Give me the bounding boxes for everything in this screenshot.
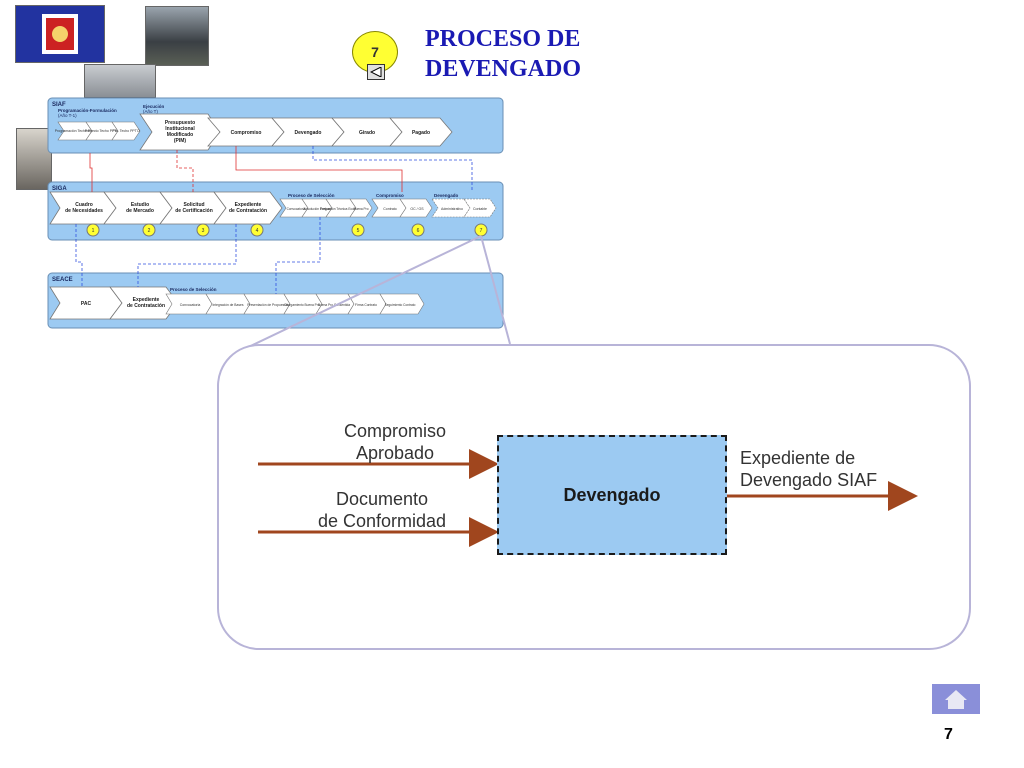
sheep-photo: [16, 128, 52, 190]
siaf-small-step-2: Proyecto Techo PPTO: [85, 129, 120, 133]
output-label-line1: Expediente de: [740, 448, 856, 468]
siga-sel-arrow: [349, 198, 373, 218]
siga-dev-step-1: Administrativo: [441, 207, 463, 211]
siga-comp-step-2: OC / OS: [410, 207, 424, 211]
page-number: 7: [944, 726, 953, 743]
home-button[interactable]: [932, 684, 980, 714]
input-label-documento-line2: de Conformidad: [317, 511, 447, 531]
input-label-documento-line1: Documento: [335, 489, 429, 509]
back-button[interactable]: [367, 64, 385, 80]
siaf-step-girado: Girado: [359, 130, 375, 136]
seace-sel-step-2: Integración de Bases: [213, 303, 244, 307]
siaf-group2-sub: (Año T): [143, 109, 158, 114]
siga-sel-step-3: Evaluación Técnica Económica: [320, 207, 364, 211]
siga-marker-5: 5: [351, 223, 365, 237]
title-line-2: DEVENGADO: [425, 56, 582, 82]
siaf-step-arrow: [389, 117, 453, 147]
siga-marker-4: 4: [250, 223, 264, 237]
svg-text:3: 3: [202, 228, 205, 234]
siga-group-compromiso: Compromiso: [376, 193, 404, 198]
zoom-line-left: [237, 235, 482, 353]
siga-marker-3: 3: [196, 223, 210, 237]
seace-label: SEACE: [52, 277, 73, 283]
connector-compromiso-siga: [235, 146, 403, 192]
input-label-compromiso: Compromiso Aprobado: [320, 420, 470, 464]
input-label-compromiso-line2: Aprobado: [355, 443, 435, 463]
title-line-1: PROCESO DE: [425, 26, 581, 52]
siaf-small-step-1: Programación Techo PPTO: [55, 129, 98, 133]
siga-marker-2: 2: [142, 223, 156, 237]
connector-pim-solicitud: [176, 150, 194, 192]
siga-group-devengado: Devengado: [434, 193, 459, 198]
seace-sel-step-7: Seguimiento Contrato: [385, 303, 416, 307]
siaf-step-devengado: Devengado: [295, 130, 322, 136]
siaf-step-pagado: Pagado: [412, 130, 430, 136]
svg-text:4: 4: [256, 228, 259, 234]
seace-sel-step-1: Convocatoria: [180, 303, 201, 307]
connector-siaf-siga: [89, 153, 93, 192]
siaf-group2-label: Ejecución: [143, 104, 165, 109]
seace-sel-step-3: Presentación de Propuestas: [247, 303, 289, 307]
connector-devengado-siga: [312, 146, 473, 192]
svg-text:5: 5: [357, 228, 360, 234]
seace-sel-step-5: Buena Pro Consentida: [318, 303, 350, 307]
siaf-small-arrow: [111, 121, 141, 141]
siga-step-arrow: [213, 191, 283, 225]
peru-seal-icon: [15, 5, 105, 63]
siaf-group1-sub: (Año T-1): [58, 113, 77, 118]
connector-siga-seace-exp: [137, 224, 237, 287]
siga-sel-step-4: Buena Pro: [353, 207, 368, 211]
siaf-small-step-3: Pro. Techo PPTO: [112, 129, 139, 133]
siga-dev-arrow: [463, 198, 497, 218]
output-label-line2: Devengado SIAF: [740, 470, 878, 490]
seace-sel-step-6: Firma Contrato: [355, 303, 377, 307]
svg-text:2: 2: [148, 228, 151, 234]
zoom-line-right: [480, 235, 511, 345]
home-icon: [945, 690, 967, 709]
output-label-expediente: Expediente de Devengado SIAF: [740, 447, 877, 491]
siga-comp-step-1: Contrato: [383, 207, 396, 211]
connector-siga-seace-sel: [275, 217, 321, 294]
landscape-photo: [145, 6, 209, 66]
seace-group-seleccion: Proceso de Selección: [170, 287, 217, 292]
siaf-group1-label: Programación-Formulación: [58, 108, 117, 113]
siaf-label: SIAF: [52, 102, 66, 108]
input-label-documento: Documento de Conformidad: [300, 488, 464, 532]
siga-marker-6: 6: [411, 223, 425, 237]
siga-sel-step-1: Convocatoria: [287, 207, 306, 211]
siga-label: SIGA: [52, 186, 67, 192]
input-label-compromiso-line1: Compromiso: [343, 421, 447, 441]
siaf-step-compromiso: Compromiso: [231, 130, 262, 136]
svg-text:6: 6: [417, 228, 420, 234]
seace-step-arrow: [109, 286, 179, 320]
svg-text:1: 1: [92, 228, 95, 234]
connector-siga-seace-pac: [75, 224, 83, 287]
siga-marker-1: 1: [86, 223, 100, 237]
seace-step-pac: PAC: [81, 301, 92, 307]
page-title: PROCESO DE DEVENGADO: [425, 24, 581, 84]
back-arrow-icon: [370, 67, 382, 77]
siaf-step-arrow: [139, 113, 221, 151]
siga-group-seleccion: Proceso de Selección: [288, 193, 335, 198]
devengado-process-box: Devengado: [497, 435, 727, 555]
seace-sel-step-4: Otorgamiento Buena Pro: [284, 303, 319, 307]
siga-comp-arrow: [399, 198, 433, 218]
siga-sel-step-2: Absolución Preguntas: [303, 207, 334, 211]
siga-dev-step-2: Contable: [473, 207, 487, 211]
svg-text:7: 7: [480, 228, 483, 234]
